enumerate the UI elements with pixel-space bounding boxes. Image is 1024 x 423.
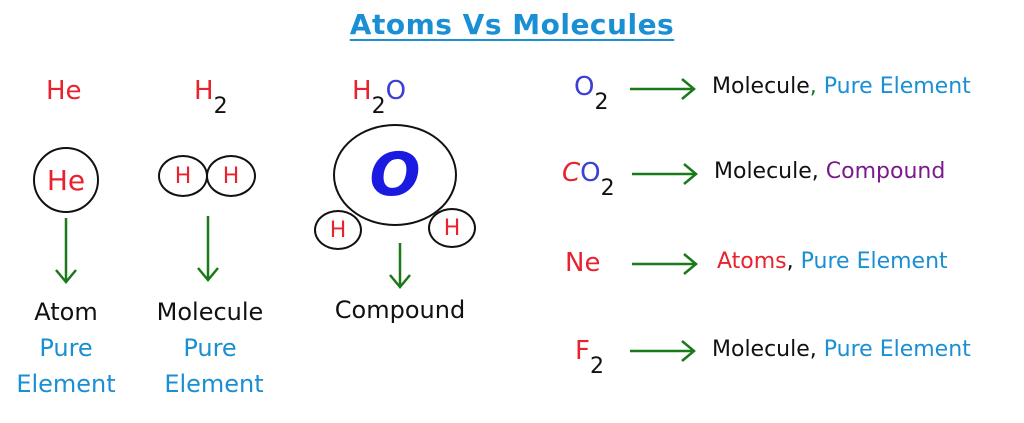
result-classification: Molecule	[712, 74, 810, 99]
formula-he-symbol: He	[46, 76, 82, 106]
atom-h-circle: H	[314, 210, 362, 250]
right-arrow-icon	[630, 340, 696, 362]
page-title: Atoms Vs Molecules	[349, 8, 675, 41]
formula-h2o-h: H	[352, 76, 372, 106]
type-element: Element	[164, 370, 264, 398]
formula-h2-subscript: 2	[213, 94, 228, 119]
result-type: Compound	[825, 159, 946, 184]
type-element: Element	[16, 370, 116, 398]
formula-h2o-o: O	[385, 76, 407, 106]
atom-h-circle: H	[428, 208, 476, 248]
classification-atom: Atom	[34, 298, 98, 326]
atom-h-label: H	[443, 215, 461, 241]
formula-co2-subscript: 2	[600, 176, 615, 201]
result-type: Pure Element	[800, 249, 948, 274]
result-classification: Atoms	[717, 249, 787, 274]
atom-h-label: H	[222, 163, 240, 189]
right-arrow-icon	[632, 253, 698, 275]
classification-compound: Compound	[334, 296, 466, 324]
atom-o-circle: O	[333, 124, 457, 226]
atom-h-circle: H	[206, 155, 256, 197]
down-arrow-icon	[197, 216, 219, 282]
right-arrow-icon	[632, 163, 698, 185]
formula-f2: F2	[575, 336, 604, 378]
result-classification: Molecule	[712, 337, 810, 362]
down-arrow-icon	[55, 218, 77, 284]
result-f2: Molecule, Pure Element	[712, 337, 971, 362]
atom-he-circle: He	[33, 147, 99, 213]
result-ne: Atoms, Pure Element	[717, 249, 948, 274]
formula-o2: O2	[574, 72, 608, 114]
formula-h2o: H2O	[352, 76, 407, 118]
formula-f2-symbol: F	[575, 336, 590, 366]
formula-h2: H2	[194, 76, 228, 118]
result-classification: Molecule	[714, 159, 812, 184]
atom-h-label: H	[329, 217, 347, 243]
result-co2: Molecule, Compound	[714, 159, 945, 184]
formula-he: He	[46, 78, 82, 104]
formula-h2o-subscript: 2	[371, 94, 386, 119]
atom-h-label: H	[174, 163, 192, 189]
formula-ne-symbol: Ne	[565, 248, 601, 278]
atom-he-label: He	[46, 163, 86, 197]
result-type: Pure Element	[823, 337, 971, 362]
formula-f2-subscript: 2	[589, 354, 604, 379]
formula-h2-symbol: H	[194, 76, 214, 106]
formula-o2-subscript: 2	[594, 90, 609, 115]
type-pure: Pure	[183, 334, 237, 362]
result-comma: ,	[809, 337, 817, 362]
result-comma: ,	[809, 74, 817, 99]
result-comma: ,	[811, 159, 819, 184]
result-type: Pure Element	[823, 74, 971, 99]
classification-molecule: Molecule	[156, 298, 264, 326]
atom-o-label: O	[369, 140, 421, 210]
right-arrow-icon	[630, 78, 696, 100]
result-comma: ,	[786, 249, 794, 274]
formula-o2-symbol: O	[574, 72, 595, 102]
atom-h-circle: H	[158, 155, 208, 197]
type-pure: Pure	[39, 334, 93, 362]
formula-co2-o: O	[580, 158, 601, 188]
formula-co2-c: C	[562, 158, 581, 188]
result-o2: Molecule, Pure Element	[712, 74, 971, 99]
formula-ne: Ne	[565, 250, 600, 276]
formula-co2: CO2	[562, 158, 615, 200]
down-arrow-icon	[389, 243, 411, 289]
